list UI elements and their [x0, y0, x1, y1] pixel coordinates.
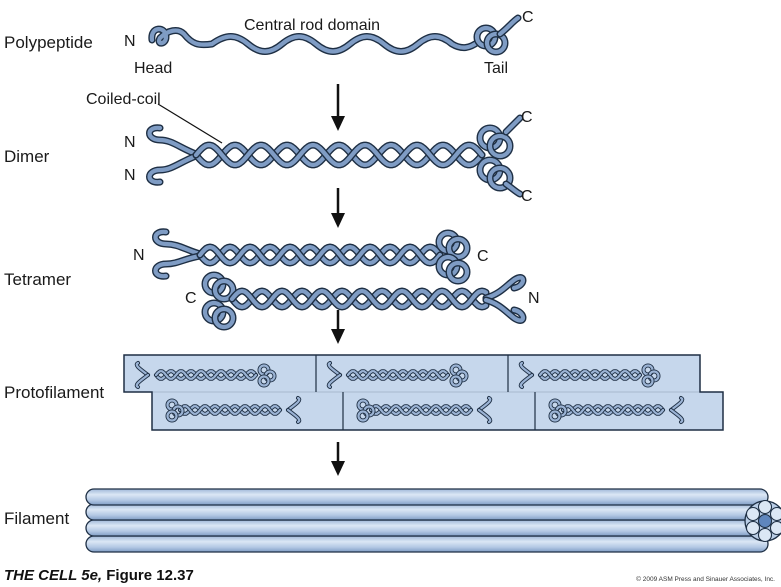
coiled-coil-leader-line [157, 103, 223, 144]
label-n-terminus-tetramer-left: N [133, 247, 145, 264]
label-coiled-coil: Coiled-coil [86, 91, 161, 108]
stage-label-protofilament: Protofilament [4, 383, 104, 402]
arrow-3 [331, 310, 345, 344]
proto-head-inner-top0-1 [135, 373, 150, 389]
dimer [146, 114, 524, 198]
proto-strand-inner-top1-1 [346, 370, 450, 380]
proto-head-inner-top1-0 [327, 361, 342, 377]
stage-label-tetramer: Tetramer [4, 270, 71, 289]
label-n-terminus-dimer-bottom: N [124, 167, 136, 184]
stage-label-dimer: Dimer [4, 147, 50, 166]
protofilament-tetramer-units [134, 361, 685, 424]
arrow-2 [331, 188, 345, 228]
proto-head-inner-bot2-1 [669, 408, 684, 424]
proto-knot-inner-bot2-2 [549, 410, 561, 422]
proto-head-inner-bot0-1 [286, 408, 301, 424]
copyright-notice: © 2009 ASM Press and Sinauer Associates,… [636, 575, 775, 583]
label-c-terminus-dimer-bottom: C [521, 188, 533, 205]
proto-head-inner-top0-0 [135, 361, 150, 377]
proto-strand-inner-bot0-1 [178, 405, 282, 415]
dimer-tail-knots [476, 114, 524, 198]
label-head: Head [134, 60, 172, 77]
proto-strand-inner-bot2-1 [561, 405, 665, 415]
proto-head-inner-bot1-0 [477, 396, 492, 412]
proto-knot-inner-bot0-2 [166, 410, 178, 422]
stage-label-polypeptide: Polypeptide [4, 33, 93, 52]
proto-strand-inner-bot1-1 [369, 405, 473, 415]
polypeptide-chain [148, 14, 522, 56]
figure-caption: THE CELL 5e, Figure 12.37 [4, 567, 194, 584]
label-central-rod-domain: Central rod domain [244, 17, 380, 34]
label-c-terminus-polypeptide: C [522, 9, 534, 26]
label-n-terminus-dimer-top: N [124, 134, 136, 151]
label-c-terminus-tetramer-left: C [185, 290, 197, 307]
proto-head-inner-bot2-0 [669, 396, 684, 412]
label-c-terminus-tetramer-right: C [477, 248, 489, 265]
proto-head-inner-bot0-0 [286, 396, 301, 412]
proto-head-inner-top2-0 [519, 361, 534, 377]
stage-label-filament: Filament [4, 509, 69, 528]
filament [85, 488, 781, 553]
polypeptide-tail-knot [473, 14, 522, 56]
arrow-1 [331, 84, 345, 131]
proto-head-inner-bot1-1 [477, 408, 492, 424]
label-n-terminus-tetramer-right: N [528, 290, 540, 307]
protofilament-panel [123, 354, 724, 431]
proto-strand-inner-top2-1 [538, 370, 642, 380]
label-tail: Tail [484, 60, 508, 77]
proto-knot-inner-top1-2 [450, 375, 462, 387]
proto-head-inner-top1-1 [327, 373, 342, 389]
arrow-4 [331, 442, 345, 476]
filament-cross-section [744, 499, 781, 543]
proto-knot-inner-bot1-2 [357, 410, 369, 422]
label-c-terminus-dimer-top: C [521, 109, 533, 126]
proto-knot-inner-top0-2 [258, 375, 270, 387]
tetramer [152, 228, 527, 331]
proto-head-inner-top2-1 [519, 373, 534, 389]
label-n-terminus-polypeptide: N [124, 33, 136, 50]
caption-book-title: THE CELL 5e, [4, 567, 102, 584]
protofilament [123, 354, 724, 431]
caption-figure-number: Figure 12.37 [102, 567, 194, 584]
proto-knot-inner-top2-2 [642, 375, 654, 387]
proto-strand-inner-top0-1 [154, 370, 258, 380]
